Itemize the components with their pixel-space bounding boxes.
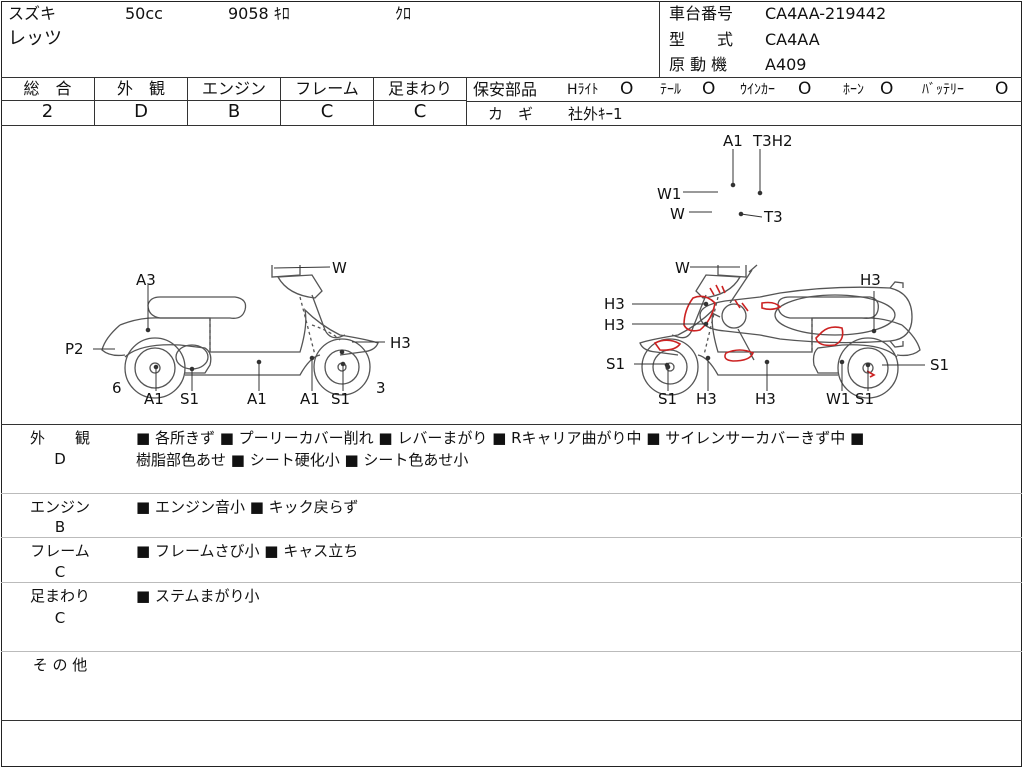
safety-tail-mark: O — [702, 79, 716, 99]
comment-divider — [1, 537, 1022, 538]
diagram-label: A3 — [136, 271, 156, 289]
comment-suspension-grade: C — [54, 609, 66, 627]
diagram-label: T3H2 — [752, 132, 793, 150]
safety-battery-mark: O — [995, 79, 1009, 99]
grade-divider — [466, 77, 467, 125]
diagram-bottom-line — [1, 424, 1022, 425]
comment-divider — [1, 493, 1022, 494]
comment-frame-text: ■ フレームさび小 ■ キャス立ち — [136, 542, 359, 560]
diagram-label: S1 — [606, 355, 625, 373]
diagram-label: H3 — [755, 390, 776, 408]
diagram-label: W — [675, 259, 690, 277]
safety-mid-line — [467, 101, 1022, 102]
grade-mid-line — [1, 100, 467, 101]
type-value: CA4AA — [765, 30, 820, 49]
comment-engine-text: ■ エンジン音小 ■ キック戻らず — [136, 498, 359, 516]
diagram-label: S1 — [855, 390, 874, 408]
diagram-label: T3 — [763, 208, 783, 226]
diagram-label: A1 — [247, 390, 267, 408]
comment-suspension-text: ■ ステムまがり小 — [136, 587, 260, 605]
frame-no-label: 車台番号 — [669, 4, 734, 23]
engine-value: A409 — [765, 55, 807, 74]
grade-divider — [94, 77, 95, 125]
scooter-diagrams: A1 T3H2 W1 W T3 W A3 P2 H3 6 A1 S1 A1 A1… — [65, 132, 949, 408]
grade-suspension-label: 足まわり — [387, 79, 452, 98]
grade-overall-value: 2 — [41, 101, 54, 122]
comment-other-label: そ の 他 — [32, 656, 88, 674]
safety-headlight-mark: O — [620, 79, 634, 99]
color: ｸﾛ — [395, 4, 412, 23]
diagram-label: A1 — [723, 132, 743, 150]
comment-frame-grade: C — [54, 563, 66, 581]
mileage: 9058 ｷﾛ — [228, 4, 290, 23]
grade-bottom-line — [1, 125, 1022, 126]
diagram-label: H3 — [604, 295, 625, 313]
grade-frame-label: フレーム — [295, 79, 359, 98]
key-value: 社外ｷｰ1 — [568, 105, 623, 123]
grade-frame-value: C — [320, 101, 334, 122]
diagram-label: W — [332, 259, 347, 277]
diagram-label: S1 — [930, 356, 949, 374]
diagram-label: W1 — [826, 390, 850, 408]
safety-tail-label: ﾃｰﾙ — [660, 82, 681, 98]
comment-divider — [1, 582, 1022, 583]
comment-exterior-text: ■ 各所きず ■ プーリーカバー削れ ■ レバーまがり ■ Rキャリア曲がり中 … — [136, 429, 865, 447]
maker-name: スズキ — [8, 4, 57, 23]
key-label: カ ギ — [488, 105, 534, 123]
safety-horn-mark: O — [880, 79, 894, 99]
frame-no-value: CA4AA-219442 — [765, 4, 887, 23]
diagram-label: W1 — [657, 185, 681, 203]
grade-divider — [373, 77, 374, 125]
comment-suspension-label: 足まわり — [29, 587, 90, 605]
scooter-top-view — [699, 264, 913, 361]
diagram-label: P2 — [65, 340, 84, 358]
model-name: レッツ — [8, 28, 62, 49]
comment-engine-label: エンジン — [29, 498, 90, 516]
comment-engine-grade: B — [54, 518, 66, 536]
safety-title: 保安部品 — [473, 80, 538, 99]
grade-divider — [187, 77, 188, 125]
safety-headlight-label: Hﾗｲﾄ — [567, 82, 599, 98]
grade-top-line — [1, 77, 1022, 78]
diagram-label: H3 — [604, 316, 625, 334]
diagram-label: S1 — [331, 390, 350, 408]
type-label: 型 式 — [669, 30, 734, 49]
diagram-label: S1 — [658, 390, 677, 408]
diagram-label: H3 — [860, 271, 881, 289]
diagram-label: A1 — [144, 390, 164, 408]
grade-exterior-label: 外 観 — [116, 79, 165, 98]
diagram-label: 3 — [376, 379, 386, 397]
grade-engine-label: エンジン — [201, 79, 266, 98]
safety-winker-mark: O — [798, 79, 812, 99]
safety-horn-label: ﾎｰﾝ — [843, 82, 864, 98]
comment-exterior-label: 外 観 — [29, 429, 90, 447]
grade-suspension-value: C — [413, 101, 427, 122]
grade-exterior-value: D — [134, 101, 148, 122]
comment-divider — [1, 651, 1022, 652]
grade-overall-label: 総 合 — [23, 79, 72, 98]
engine-label: 原 動 機 — [669, 55, 728, 74]
diagram-label: A1 — [300, 390, 320, 408]
comment-exterior-grade: D — [54, 450, 66, 468]
diagram-label: W — [670, 205, 685, 223]
grade-engine-value: B — [227, 101, 241, 122]
safety-battery-label: ﾊﾞｯﾃﾘｰ — [922, 82, 964, 98]
scooter-left-view — [101, 265, 379, 399]
scooter-right-view — [639, 265, 921, 399]
damage-marks — [653, 284, 876, 378]
displacement: 50cc — [125, 4, 163, 23]
comment-exterior-text-2: 樹脂部色あせ ■ シート硬化小 ■ シート色あせ小 — [136, 451, 469, 469]
diagram-label: S1 — [180, 390, 199, 408]
diagram-label: H3 — [390, 334, 411, 352]
safety-winker-label: ｳｲﾝｶｰ — [740, 82, 775, 98]
comment-bottom-line — [1, 720, 1022, 721]
header-divider — [659, 1, 660, 77]
comment-frame-label: フレーム — [30, 542, 90, 560]
diagram-label: H3 — [696, 390, 717, 408]
diagram-label: 6 — [112, 379, 122, 397]
grade-divider — [280, 77, 281, 125]
